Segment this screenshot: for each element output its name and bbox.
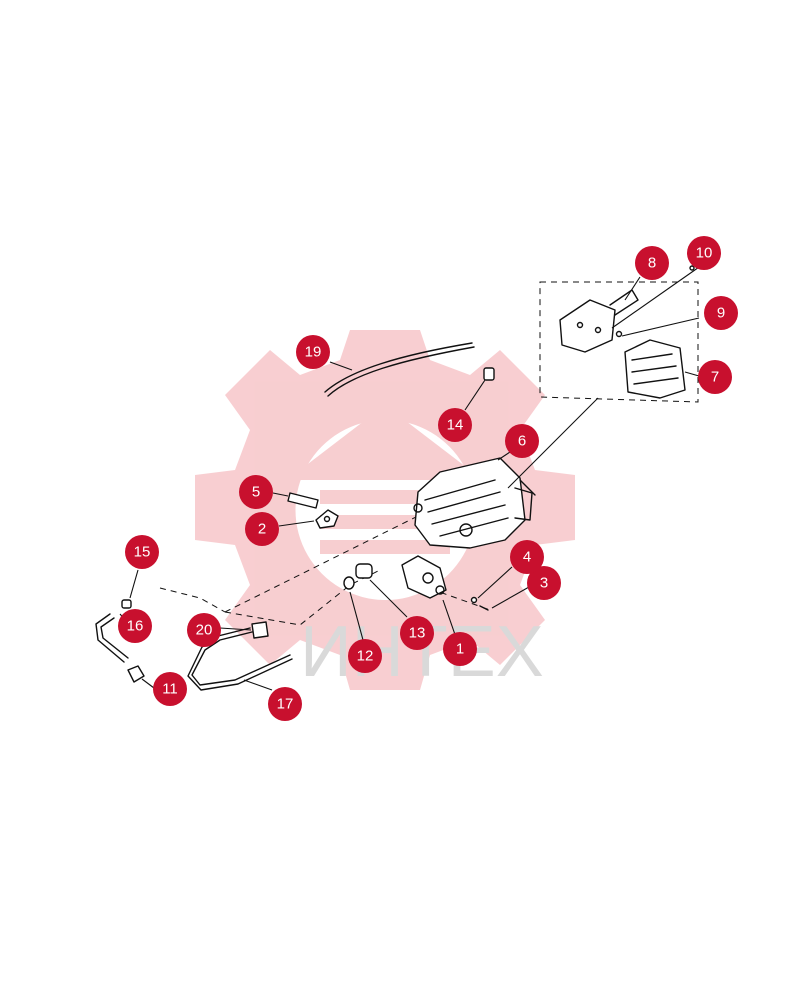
- part-elbow-11: [127, 665, 145, 683]
- part-screw-9: [615, 330, 623, 338]
- part-screw-4: [470, 596, 478, 604]
- callout-14[interactable]: 14: [438, 408, 472, 442]
- callout-label: 19: [305, 344, 322, 361]
- part-hose-19: [324, 342, 475, 397]
- part-clamp-20: [251, 621, 269, 639]
- callout-13[interactable]: 13: [400, 616, 434, 650]
- callout-7[interactable]: 7: [698, 360, 732, 394]
- callout-16[interactable]: 16: [118, 609, 152, 643]
- part-canister-6: [413, 457, 536, 549]
- callout-19[interactable]: 19: [296, 335, 330, 369]
- callout-label: 6: [518, 433, 526, 450]
- callout-label: 12: [357, 648, 374, 665]
- callout-label: 5: [252, 484, 260, 501]
- callout-label: 14: [447, 417, 464, 434]
- callout-label: 17: [277, 696, 294, 713]
- callout-6[interactable]: 6: [505, 424, 539, 458]
- callout-20[interactable]: 20: [187, 613, 221, 647]
- callout-15[interactable]: 15: [125, 535, 159, 569]
- part-cover-7: [624, 339, 686, 399]
- callout-9[interactable]: 9: [704, 296, 738, 330]
- centerline-upper: [224, 509, 431, 613]
- part-valve-1: [401, 555, 447, 599]
- part-fitting-15: [121, 599, 132, 609]
- callout-label: 4: [523, 549, 531, 566]
- group-box: [539, 281, 699, 403]
- callout-10[interactable]: 10: [687, 236, 721, 270]
- callout-label: 15: [134, 544, 151, 561]
- callout-8[interactable]: 8: [635, 246, 669, 280]
- callout-1[interactable]: 1: [443, 632, 477, 666]
- callout-label: 11: [162, 681, 178, 698]
- part-gasket-2: [315, 509, 339, 529]
- part-screw-10: [689, 265, 695, 271]
- callout-label: 9: [717, 305, 725, 322]
- callout-label: 10: [696, 245, 713, 262]
- callout-label: 20: [196, 622, 213, 639]
- callout-label: 8: [648, 255, 656, 272]
- callout-12[interactable]: 12: [348, 639, 382, 673]
- callout-label: 3: [540, 575, 548, 592]
- callout-3[interactable]: 3: [527, 566, 561, 600]
- part-screw-3: [479, 605, 489, 611]
- part-fitting-14: [483, 367, 495, 381]
- callout-4[interactable]: 4: [510, 540, 544, 574]
- callout-label: 13: [409, 625, 426, 642]
- callout-label: 2: [258, 521, 266, 538]
- callout-label: 1: [456, 641, 464, 658]
- part-sleeve-13: [355, 563, 373, 579]
- part-tube-16: [95, 613, 129, 663]
- leader-lines: [119, 264, 703, 691]
- callout-5[interactable]: 5: [239, 475, 273, 509]
- part-pin-5: [287, 492, 319, 509]
- part-ring-12: [343, 576, 355, 590]
- callout-17[interactable]: 17: [268, 687, 302, 721]
- callout-label: 7: [711, 369, 719, 386]
- callout-label: 16: [127, 618, 144, 635]
- callout-11[interactable]: 11: [153, 672, 187, 706]
- callout-2[interactable]: 2: [245, 512, 279, 546]
- part-bracket-8: [559, 289, 639, 353]
